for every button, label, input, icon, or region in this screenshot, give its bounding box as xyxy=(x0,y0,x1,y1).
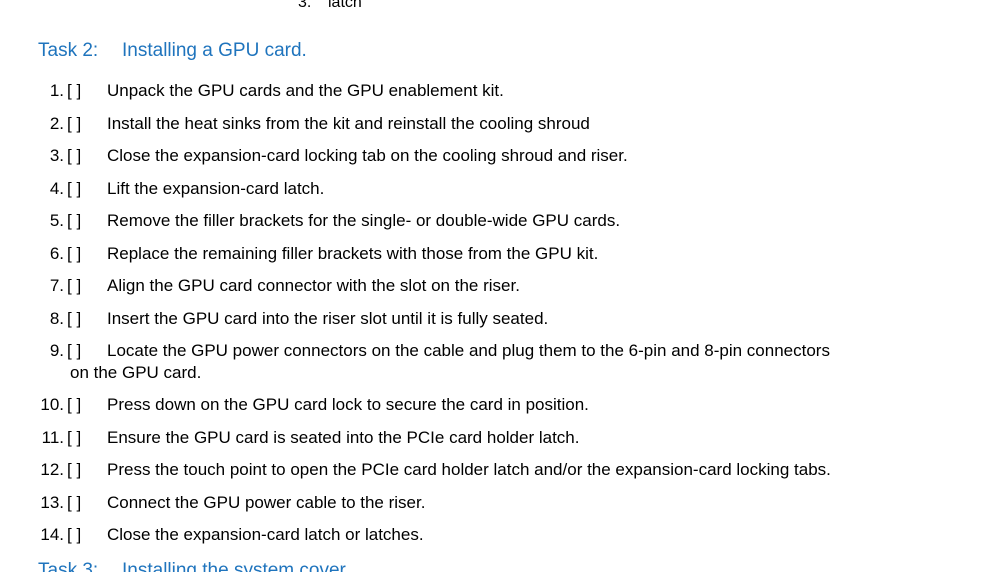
step-text: Lift the expansion-card latch. xyxy=(107,179,325,198)
step-checkbox[interactable]: [ ] xyxy=(67,525,82,544)
task-3-number: Task 3: xyxy=(38,560,99,572)
step-number: 11. xyxy=(41,428,64,447)
step-number: 9. xyxy=(49,341,64,360)
step-number: 5. xyxy=(49,211,64,230)
task-2-number: Task 2: xyxy=(38,40,99,61)
task-3-title: Installing the system cover xyxy=(122,560,346,572)
step-number: 14. xyxy=(40,525,64,544)
task-2-title: Installing a GPU card. xyxy=(122,40,307,61)
step-checkbox[interactable]: [ ] xyxy=(67,244,82,263)
step-number: 8. xyxy=(49,309,64,328)
previous-item-text: latch xyxy=(328,0,362,11)
step-text: Remove the filler brackets for the singl… xyxy=(107,211,621,230)
task-3-heading: Task 3: Installing the system cover xyxy=(38,560,346,572)
previous-list-item: 3. latch xyxy=(298,0,362,12)
task-2-heading: Task 2: Installing a GPU card. xyxy=(38,40,307,62)
step-checkbox[interactable]: [ ] xyxy=(67,179,82,198)
step-checkbox[interactable]: [ ] xyxy=(67,146,82,165)
step-number: 2. xyxy=(49,114,64,133)
step-text: Install the heat sinks from the kit and … xyxy=(107,114,590,133)
step-text-continuation: on the GPU card. xyxy=(70,363,202,382)
step-text: Replace the remaining filler brackets wi… xyxy=(107,244,599,263)
step-checkbox[interactable]: [ ] xyxy=(67,341,82,360)
step-number: 13. xyxy=(40,493,64,512)
step-checkbox[interactable]: [ ] xyxy=(67,395,82,414)
step-text: Locate the GPU power connectors on the c… xyxy=(107,341,830,360)
step-text: Unpack the GPU cards and the GPU enablem… xyxy=(107,81,504,100)
step-text: Close the expansion-card latch or latche… xyxy=(107,525,424,544)
step-number: 7. xyxy=(49,276,64,295)
step-number: 6. xyxy=(49,244,64,263)
step-text: Close the expansion-card locking tab on … xyxy=(107,146,628,165)
step-text: Align the GPU card connector with the sl… xyxy=(107,276,520,295)
step-checkbox[interactable]: [ ] xyxy=(67,114,82,133)
step-text: Press down on the GPU card lock to secur… xyxy=(107,395,589,414)
step-checkbox[interactable]: [ ] xyxy=(67,276,82,295)
step-checkbox[interactable]: [ ] xyxy=(67,309,82,328)
step-number: 10. xyxy=(40,395,64,414)
step-text: Connect the GPU power cable to the riser… xyxy=(107,493,426,512)
step-checkbox[interactable]: [ ] xyxy=(67,211,82,230)
step-text: Insert the GPU card into the riser slot … xyxy=(107,309,549,328)
step-checkbox[interactable]: [ ] xyxy=(67,493,82,512)
step-number: 12. xyxy=(40,460,64,479)
previous-item-number: 3. xyxy=(298,0,312,11)
step-checkbox[interactable]: [ ] xyxy=(67,428,82,447)
step-checkbox[interactable]: [ ] xyxy=(67,81,82,100)
step-text: Ensure the GPU card is seated into the P… xyxy=(107,428,580,447)
step-number: 4. xyxy=(49,179,64,198)
step-number: 3. xyxy=(49,146,64,165)
step-number: 1. xyxy=(49,81,64,100)
step-text: Press the touch point to open the PCIe c… xyxy=(107,460,831,479)
step-checkbox[interactable]: [ ] xyxy=(67,460,82,479)
